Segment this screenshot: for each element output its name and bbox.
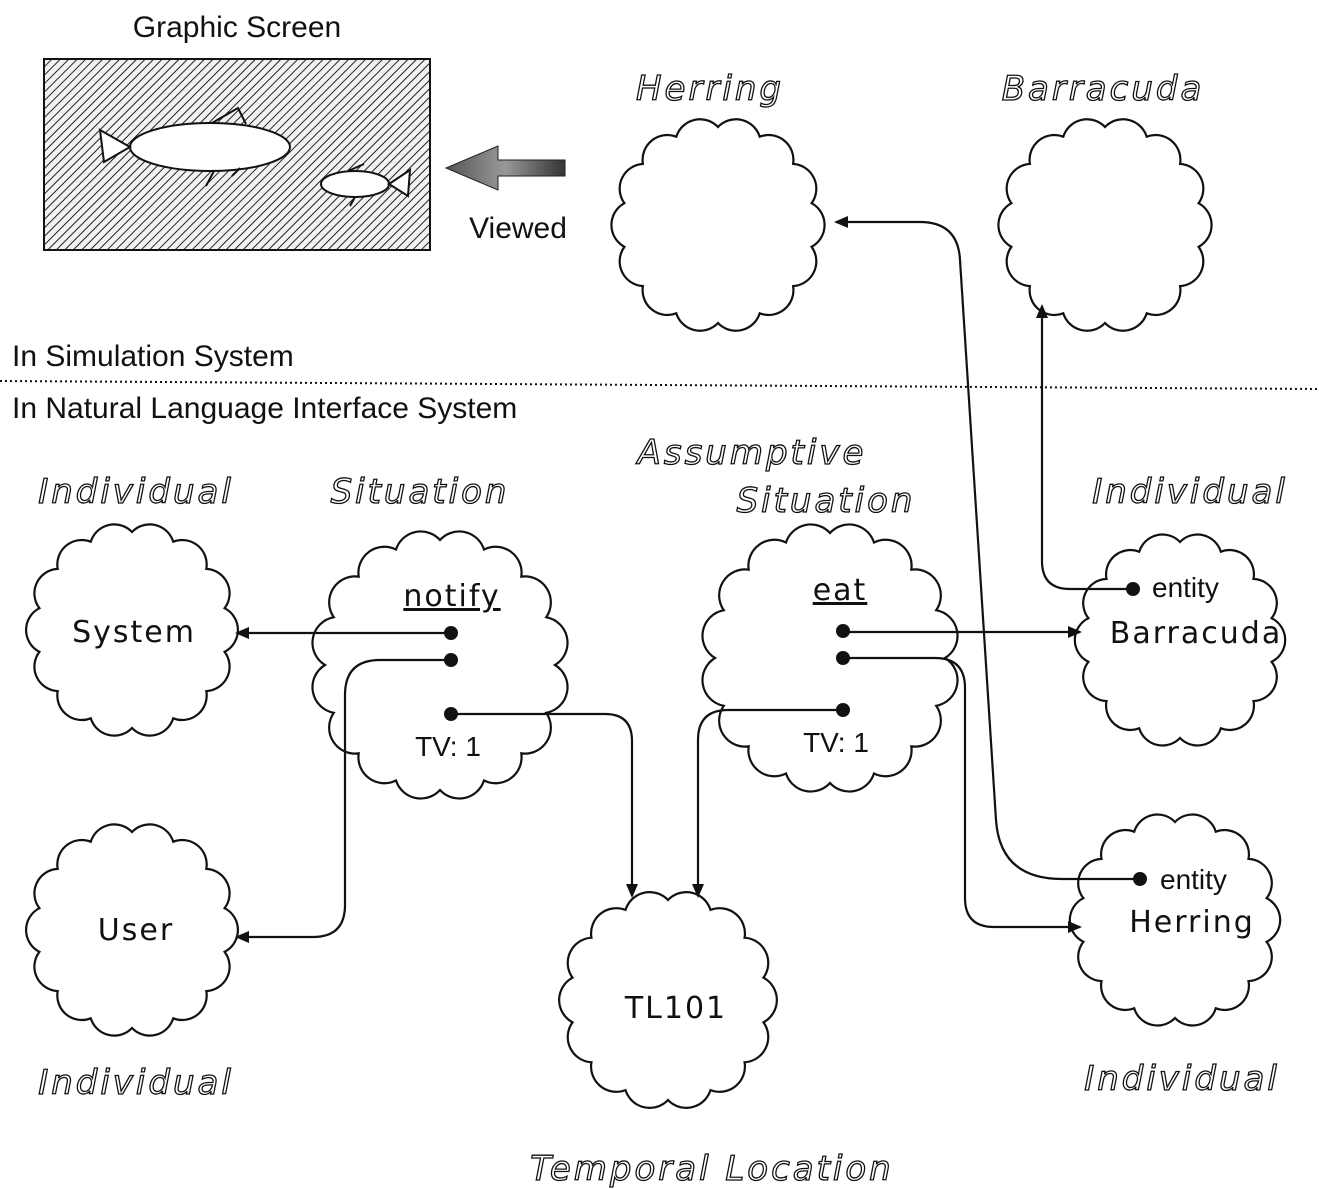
viewed-label: Viewed <box>469 212 567 245</box>
temporal-location-cloud <box>558 891 778 1109</box>
eat-situation-cloud <box>701 523 959 793</box>
herring-name-label: Herring <box>1129 905 1255 940</box>
individual-title-left-top: Individual <box>38 472 234 512</box>
notify-tv-dot <box>444 707 458 721</box>
notify-arg2-dot <box>444 653 458 667</box>
system-label: System <box>72 615 196 650</box>
cloud-notify-outline <box>311 530 569 800</box>
link-notify-tl <box>450 712 638 898</box>
cloud-system-outline <box>24 523 240 737</box>
herring-sim-cloud <box>610 118 826 332</box>
barracuda-sim-title: Barracuda <box>1002 69 1205 109</box>
temporal-location-title: Temporal Location <box>530 1149 893 1189</box>
link-barracuda-sim <box>1036 304 1133 591</box>
nli-system-label: In Natural Language Interface System <box>12 392 517 425</box>
herring-entity-dot <box>1133 872 1147 886</box>
large-fish-icon <box>98 106 291 187</box>
barracuda-entity-label: entity <box>1152 572 1219 603</box>
eat-tv-label: TV: 1 <box>803 727 869 758</box>
cloud-herring-sim-outline <box>610 118 826 332</box>
user-cloud <box>24 823 240 1037</box>
link-herring-sim <box>834 216 1140 881</box>
herring-entity-label: entity <box>1160 864 1227 895</box>
user-label: User <box>98 913 174 948</box>
cloud-eat-outline <box>701 523 959 793</box>
notify-situation-cloud <box>311 530 569 800</box>
barracuda-entity-dot <box>1126 582 1140 596</box>
barracuda-sim-cloud <box>997 118 1213 332</box>
viewed-arrow-icon <box>444 145 566 191</box>
small-fish-icon <box>320 163 412 207</box>
eat-arg2-dot <box>836 651 850 665</box>
individual-title-right-top: Individual <box>1092 472 1288 512</box>
link-eat-herring <box>843 656 1082 933</box>
eat-tv-dot <box>836 703 850 717</box>
herring-individual-cloud <box>1068 813 1282 1027</box>
cloud-user-outline <box>24 823 240 1037</box>
notify-arg1-dot <box>444 626 458 640</box>
graphic-screen <box>43 58 431 251</box>
graphic-screen-title: Graphic Screen <box>133 11 341 44</box>
notify-label: notify <box>403 579 500 614</box>
cloud-tl-outline <box>558 891 778 1109</box>
eat-arg1-dot <box>836 624 850 638</box>
situation-title: Situation <box>331 472 510 512</box>
system-cloud <box>24 523 240 737</box>
cloud-herring-outline <box>1068 813 1282 1027</box>
link-notify-user <box>235 658 450 943</box>
assumptive-title-line1: Assumptive <box>636 433 867 473</box>
individual-title-left-bottom: Individual <box>38 1063 234 1103</box>
simulation-system-label: In Simulation System <box>12 340 294 373</box>
individual-title-right-bottom: Individual <box>1084 1059 1280 1099</box>
system-divider <box>0 380 1319 390</box>
cloud-barracuda-sim-outline <box>997 118 1213 332</box>
barracuda-name-label: Barracuda <box>1110 616 1282 651</box>
herring-sim-title: Herring <box>636 69 784 109</box>
tl-label: TL101 <box>624 991 727 1026</box>
links <box>235 216 1140 943</box>
eat-label: eat <box>813 573 868 608</box>
notify-tv-label: TV: 1 <box>415 731 481 762</box>
assumptive-title-line2: Situation <box>737 481 916 521</box>
link-eat-tl <box>692 708 843 898</box>
